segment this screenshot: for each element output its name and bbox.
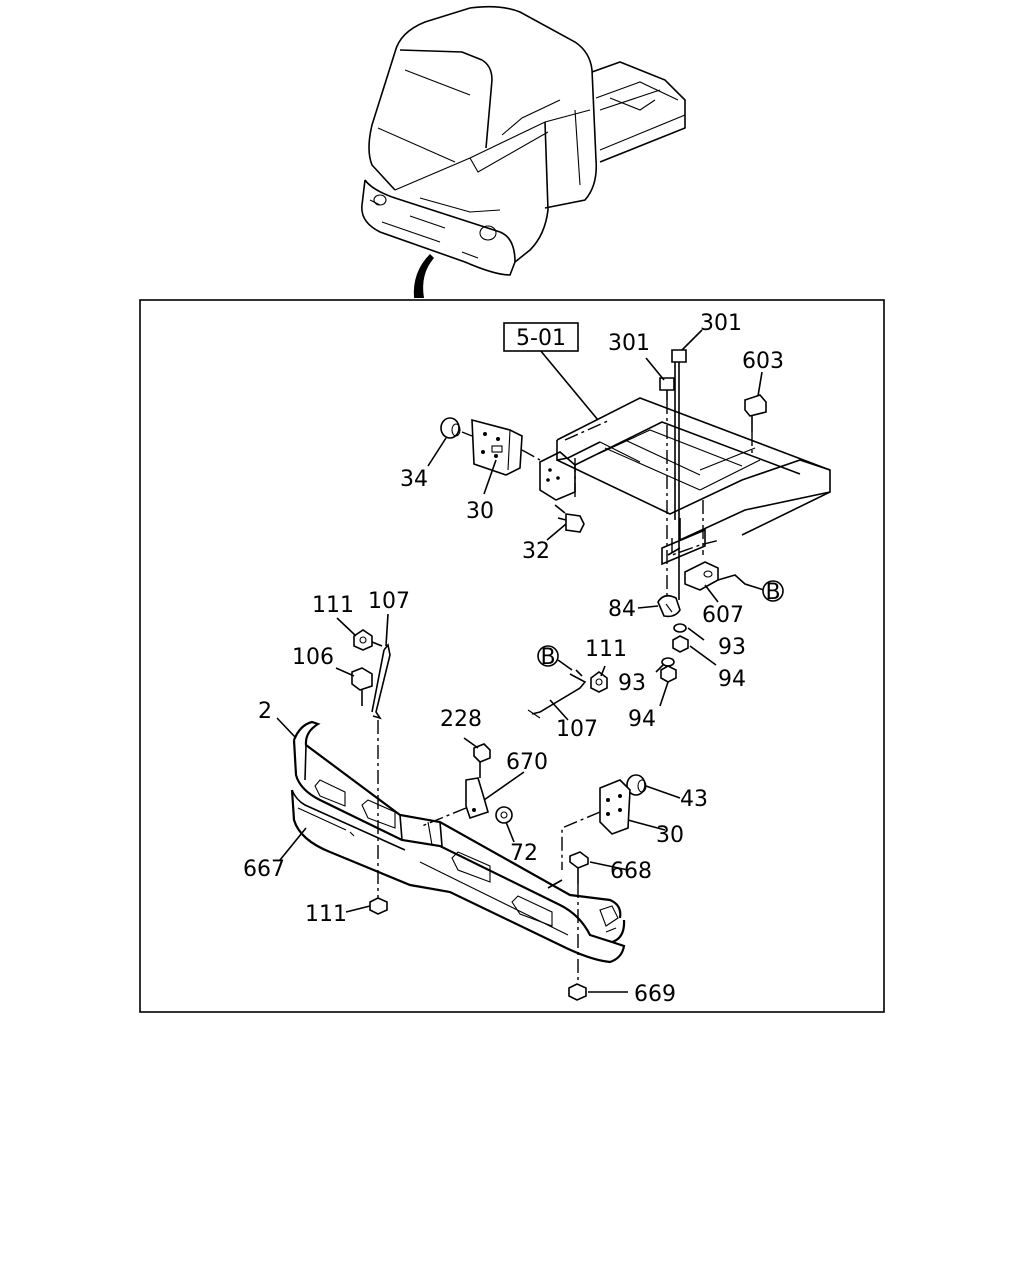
callout-669: 669 xyxy=(634,982,676,1007)
connector-b-left: B xyxy=(537,645,559,670)
nut-94-left xyxy=(660,665,677,683)
bumper-2 xyxy=(292,720,626,944)
callout-84: 84 xyxy=(608,597,636,622)
bolt-603 xyxy=(744,394,767,432)
nut-111-left xyxy=(353,629,373,651)
svg-text:B: B xyxy=(765,580,780,605)
callout-72: 72 xyxy=(510,841,538,866)
callout-301-a: 301 xyxy=(700,311,742,336)
callout-111-middle: 111 xyxy=(585,637,627,662)
callout-106: 106 xyxy=(292,645,334,670)
callout-43: 43 xyxy=(680,787,708,812)
callout-93-right: 93 xyxy=(718,635,746,660)
callout-34: 34 xyxy=(400,467,428,492)
rod-107-left xyxy=(371,643,391,720)
bolt-32 xyxy=(554,504,585,533)
callout-30-upper: 30 xyxy=(466,499,494,524)
callout-32: 32 xyxy=(522,539,550,564)
callout-30-lower: 30 xyxy=(656,823,684,848)
rod-107-middle xyxy=(527,669,587,719)
nut-111-middle xyxy=(590,671,608,693)
svg-text:5-01: 5-01 xyxy=(516,326,566,351)
callout-111-left: 111 xyxy=(312,593,354,618)
callout-670: 670 xyxy=(506,750,548,775)
callout-107-left: 107 xyxy=(368,589,410,614)
bracket-670 xyxy=(465,777,489,820)
bolt-301-short xyxy=(659,377,675,600)
callout-607: 607 xyxy=(702,603,744,628)
truck-overview-illustration xyxy=(361,5,686,276)
nut-111-bottom xyxy=(369,897,388,915)
callout-94-left: 94 xyxy=(628,707,656,732)
bolt-668 xyxy=(569,851,589,884)
bracket-30-lower xyxy=(599,779,631,835)
detail-frame xyxy=(139,299,885,1013)
reference-box-5-01: 5-01 xyxy=(503,322,579,352)
callout-93-left: 93 xyxy=(618,671,646,696)
lower-cover-667 xyxy=(290,789,626,964)
pointer-arrow xyxy=(413,254,434,298)
bolt-106 xyxy=(351,667,373,706)
callout-228: 228 xyxy=(440,707,482,732)
bolt-301-long xyxy=(671,349,687,600)
nut-669 xyxy=(568,983,587,1001)
callout-667: 667 xyxy=(243,857,285,882)
leader-lines xyxy=(276,329,763,993)
bolt-228 xyxy=(473,743,491,778)
nut-94-right xyxy=(672,635,689,653)
callout-111-bottom: 111 xyxy=(305,902,347,927)
bracket-30-upper xyxy=(471,418,523,476)
chassis-frame-drawing xyxy=(539,349,831,566)
nut-34 xyxy=(440,417,461,439)
callout-668: 668 xyxy=(610,859,652,884)
svg-text:B: B xyxy=(540,645,555,670)
callout-94-right: 94 xyxy=(718,667,746,692)
washer-72 xyxy=(495,806,513,824)
washer-93-right xyxy=(673,623,687,633)
callout-2: 2 xyxy=(258,699,272,724)
callout-301-b: 301 xyxy=(608,331,650,356)
clamp-84 xyxy=(657,594,681,618)
callout-603: 603 xyxy=(742,349,784,374)
connector-b-right: B xyxy=(762,580,784,605)
bracket-607 xyxy=(684,561,719,591)
callout-labels: 301 301 603 34 30 32 111 107 106 84 607 … xyxy=(243,311,784,1007)
callout-107-middle: 107 xyxy=(556,717,598,742)
